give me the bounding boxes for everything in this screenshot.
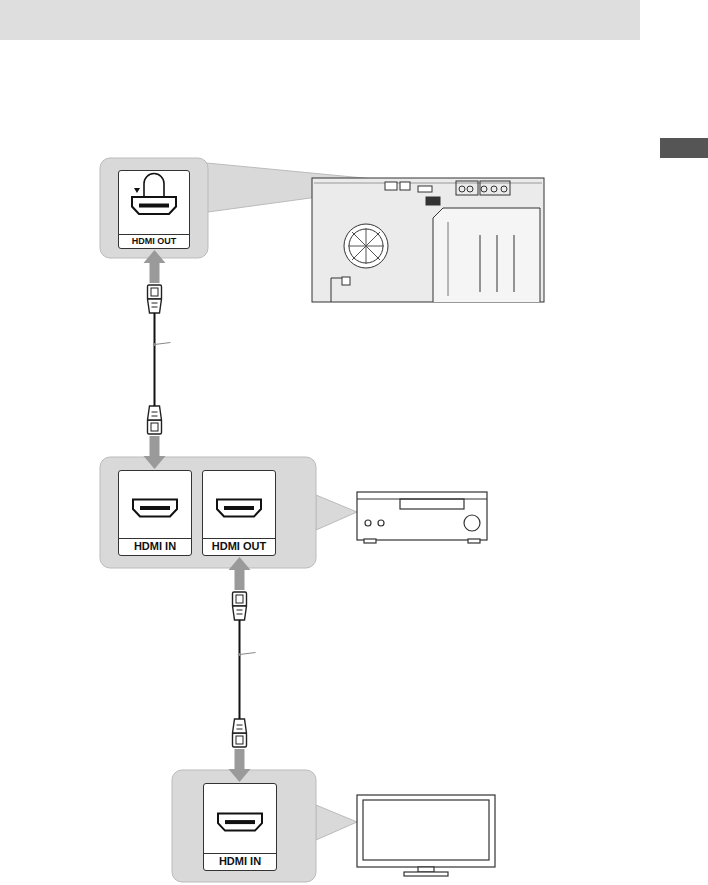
side-tab bbox=[660, 138, 708, 158]
port-box: HDMI IN bbox=[118, 470, 192, 556]
hdmi-port bbox=[203, 471, 275, 538]
hdmi-cable bbox=[144, 250, 171, 469]
hdmi-port bbox=[204, 784, 276, 853]
port-label: HDMI OUT bbox=[203, 538, 275, 555]
callout-pointer bbox=[316, 495, 357, 530]
callout-panel bbox=[172, 770, 316, 882]
av-receiver bbox=[357, 492, 487, 543]
callout-panel bbox=[100, 457, 316, 568]
port-box: HDMI IN bbox=[203, 783, 277, 871]
header-bar bbox=[0, 0, 640, 40]
port-label: HDMI IN bbox=[204, 853, 276, 870]
callout-pointer bbox=[316, 805, 357, 840]
port-box: HDMI OUT bbox=[118, 170, 190, 249]
port-box: HDMI OUT bbox=[202, 470, 276, 556]
callout-panel bbox=[100, 158, 208, 258]
hdmi-port bbox=[119, 171, 189, 234]
hdmi-port bbox=[119, 471, 191, 538]
television bbox=[357, 795, 495, 876]
hdmi-cable bbox=[229, 557, 256, 782]
port-label: HDMI IN bbox=[119, 538, 191, 555]
port-label: HDMI OUT bbox=[119, 234, 189, 248]
player-rear-panel bbox=[312, 178, 544, 302]
